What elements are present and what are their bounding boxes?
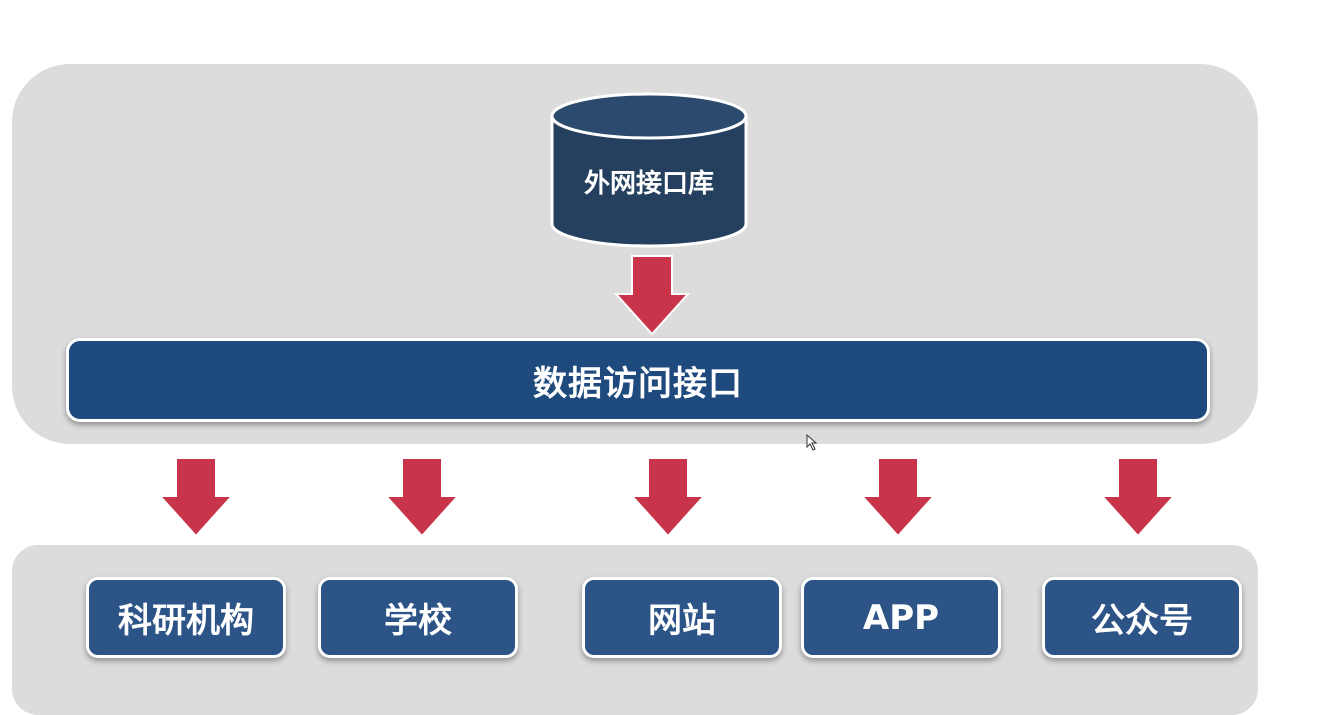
- down-arrow-icon: [1100, 457, 1176, 538]
- down-arrow-icon: [384, 457, 460, 538]
- down-arrow-icon: [860, 457, 936, 538]
- interface-label: 数据访问接口: [533, 363, 743, 404]
- consumer-label: 科研机构: [118, 601, 254, 641]
- consumer-school: 学校: [318, 577, 518, 658]
- consumer-label: 公众号: [1091, 601, 1193, 641]
- database-label: 外网接口库: [583, 169, 714, 199]
- consumer-app: APP: [801, 577, 1001, 658]
- data-access-interface-bar: 数据访问接口: [66, 338, 1210, 422]
- consumer-label: 学校: [384, 601, 452, 641]
- consumer-research-institute: 科研机构: [86, 577, 286, 658]
- consumer-website: 网站: [582, 577, 782, 658]
- consumer-label: APP: [862, 597, 940, 638]
- mouse-cursor-icon: [806, 434, 818, 451]
- down-arrow-icon: [630, 457, 706, 538]
- consumer-label: 网站: [648, 601, 716, 641]
- down-arrow-icon: [158, 457, 234, 538]
- down-arrow-icon: [614, 255, 690, 336]
- consumer-official-account: 公众号: [1042, 577, 1242, 658]
- database-icon: [550, 92, 748, 248]
